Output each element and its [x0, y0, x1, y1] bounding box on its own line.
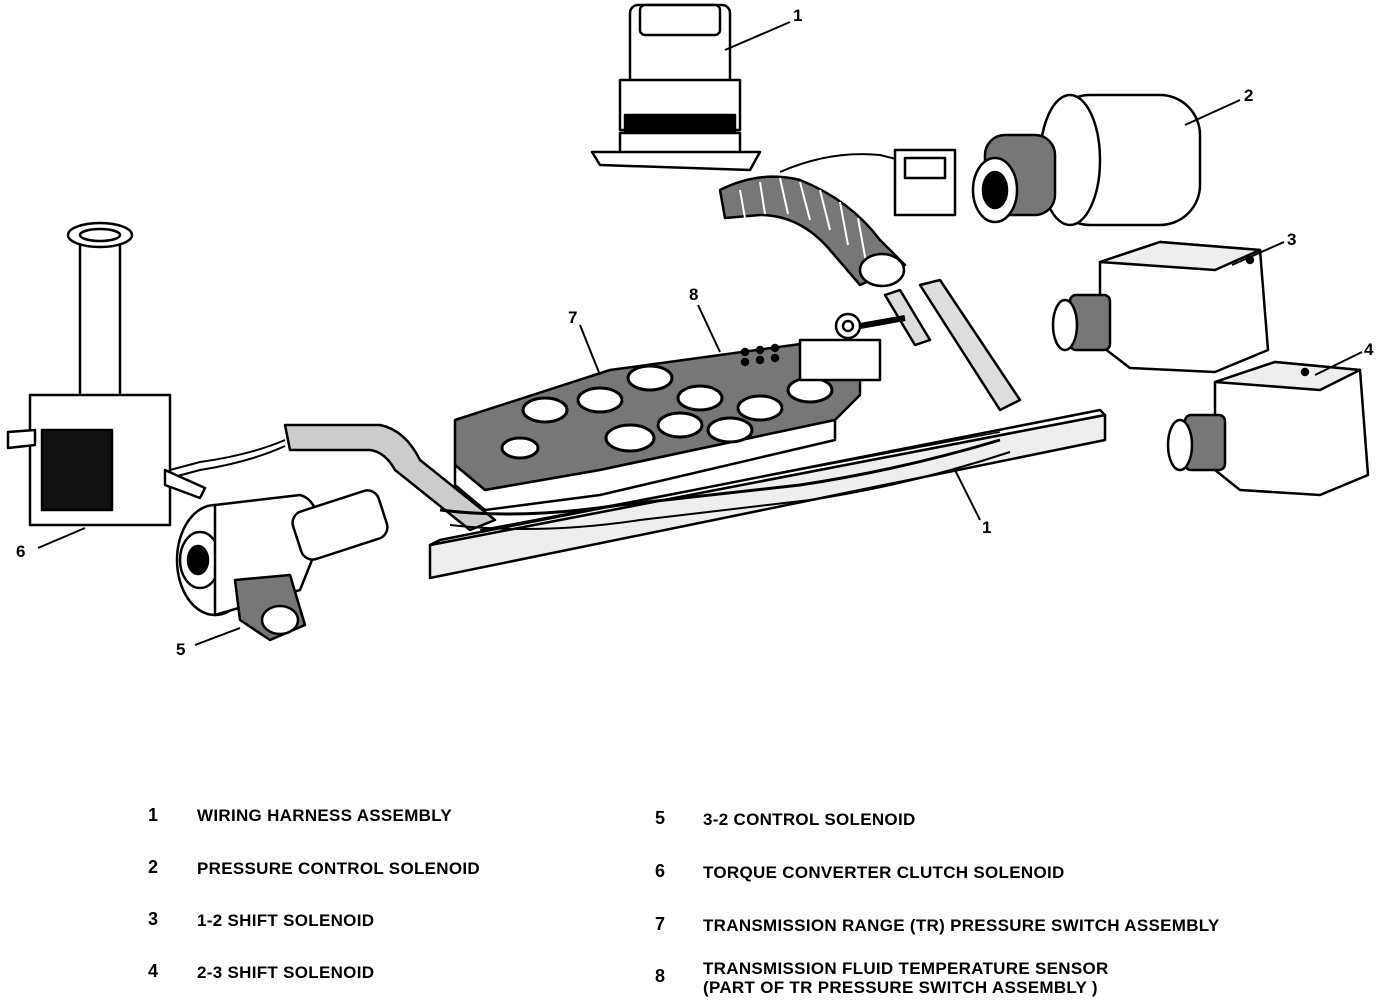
callout-7: 7	[568, 308, 578, 327]
shift-solenoid-2-3	[1166, 360, 1370, 497]
legend-num-6: 6	[655, 861, 666, 881]
legend-text-5: 3-2 CONTROL SOLENOID	[703, 810, 916, 829]
legend-text-6: TORQUE CONVERTER CLUTCH SOLENOID	[703, 863, 1065, 882]
callout-6: 6	[16, 542, 26, 561]
pressure-control-solenoid	[971, 93, 1202, 227]
callout-1-frame: 1	[982, 518, 992, 537]
callout-4: 4	[1364, 340, 1374, 359]
legend-text-3: 1-2 SHIFT SOLENOID	[197, 911, 375, 930]
tr-pressure-switch-assembly	[453, 338, 882, 512]
callout-2: 2	[1244, 86, 1254, 105]
leader-lines	[37, 21, 1363, 646]
wiring-harness-frame	[169, 278, 1107, 580]
legend-num-8: 8	[655, 966, 666, 986]
legend-text-4: 2-3 SHIFT SOLENOID	[197, 963, 375, 982]
shift-solenoid-1-2	[1051, 240, 1270, 374]
legend-num-4: 4	[148, 961, 159, 981]
legend-text-1: WIRING HARNESS ASSEMBLY	[197, 806, 453, 825]
legend-text-8: TRANSMISSION FLUID TEMPERATURE SENSOR (P…	[703, 959, 1109, 997]
control-solenoid-3-2	[175, 489, 389, 642]
legend-text-7: TRANSMISSION RANGE (TR) PRESSURE SWITCH …	[703, 916, 1220, 935]
solenoid-harness-diagram	[6, 3, 1370, 646]
legend-num-7: 7	[655, 914, 666, 934]
legend-num-2: 2	[148, 857, 159, 877]
legend-num-1: 1	[148, 805, 159, 825]
legend-num-3: 3	[148, 909, 159, 929]
callout-5: 5	[176, 640, 186, 659]
tcc-solenoid	[6, 221, 207, 527]
callout-1-connector: 1	[793, 6, 803, 25]
legend-text-2: PRESSURE CONTROL SOLENOID	[197, 859, 480, 878]
callout-8: 8	[689, 285, 699, 304]
harness-connector	[590, 3, 957, 288]
legend-num-5: 5	[655, 808, 666, 828]
callout-3: 3	[1287, 230, 1297, 249]
